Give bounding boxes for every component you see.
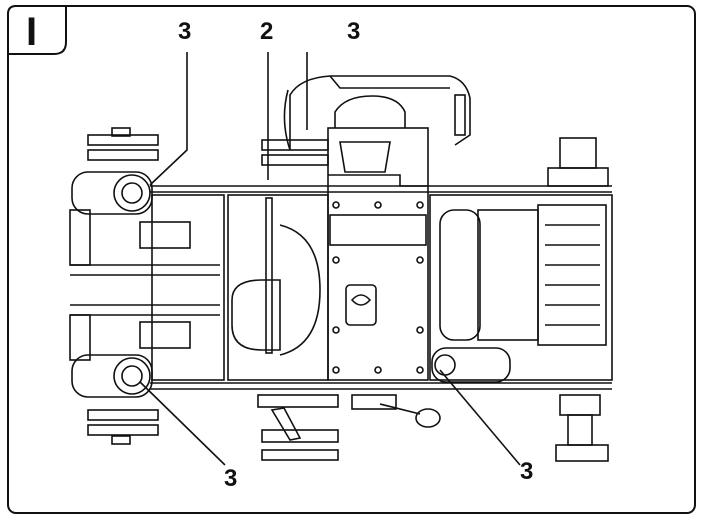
- upper-sprocket-nut: [111, 127, 131, 137]
- lower-sprocket-a: [87, 409, 159, 421]
- bottom-sprocket-b: [261, 429, 339, 443]
- left-frame-plate: [151, 194, 225, 381]
- mid-frame: [227, 194, 329, 381]
- leader-lines: [139, 52, 521, 466]
- right-foot-base: [555, 444, 609, 462]
- right-top-bolt-base: [547, 167, 609, 187]
- gearbox-handle: [339, 141, 391, 173]
- bolt: [416, 326, 424, 334]
- callout-top-left: 3: [178, 18, 192, 45]
- bottom-sprocket-a: [257, 394, 339, 408]
- lower-clamp-block: [139, 321, 191, 349]
- bolt: [416, 201, 424, 209]
- upper-clamp-block: [139, 221, 191, 249]
- callout-bottom-right: 3: [520, 458, 534, 485]
- bolt: [374, 366, 382, 374]
- left-upper-bracket: [69, 209, 91, 266]
- lock-housing: [351, 394, 397, 410]
- bolt: [374, 201, 382, 209]
- lock-stem: [379, 403, 421, 415]
- bolt: [332, 256, 340, 264]
- bolt: [332, 366, 340, 374]
- bolt: [332, 326, 340, 334]
- mid-frame-rod: [265, 197, 273, 354]
- top-cover: [289, 75, 471, 150]
- upper-left-hub-inner: [121, 182, 143, 204]
- leader-bottom-right: [439, 369, 521, 466]
- motor-endcap: [439, 209, 481, 341]
- tie-rods: [70, 264, 220, 316]
- motor-frame: [429, 194, 613, 381]
- upper-sprocket-a: [87, 134, 159, 146]
- upper-left-hub: [113, 174, 151, 212]
- gearbox-top: [334, 95, 406, 128]
- top-cover-slot: [454, 94, 466, 136]
- bolt: [416, 256, 424, 264]
- cable: [283, 89, 291, 151]
- lower-left-hub-inner: [121, 365, 143, 387]
- lower-left-hub: [113, 357, 151, 395]
- brand-plate-mark: [350, 294, 372, 306]
- motor-fins: [537, 204, 607, 346]
- step-label: I: [26, 10, 38, 54]
- bolt: [416, 366, 424, 374]
- step-label-tab: [7, 5, 67, 55]
- top-cover-ridge: [329, 75, 450, 89]
- top-sprocket-b: [261, 154, 329, 166]
- leader-top-left: [149, 52, 188, 186]
- callout-top-mid: 2: [260, 18, 274, 45]
- left-lower-bracket: [69, 314, 91, 361]
- top-sprocket-a: [261, 139, 329, 151]
- leader-bottom-left: [139, 381, 226, 466]
- upper-left-roller: [71, 171, 153, 215]
- motor-fin-lines: [545, 224, 600, 326]
- bolt: [332, 201, 340, 209]
- lower-sprocket-b: [87, 424, 159, 436]
- lower-sprocket-nut: [111, 435, 131, 445]
- mid-disk: [279, 224, 321, 356]
- callout-bottom-left: 3: [224, 465, 238, 492]
- mid-cup: [231, 279, 281, 351]
- upper-sprocket-b: [87, 149, 159, 161]
- gearbox-step: [328, 174, 428, 187]
- lower-cylinder: [431, 347, 511, 383]
- bottom-lever: [270, 407, 302, 441]
- brand-plate: [345, 284, 377, 326]
- lock-knob: [415, 408, 441, 428]
- machine-outline: [69, 75, 613, 462]
- outer-border: [7, 5, 696, 514]
- callout-top-right: 3: [347, 18, 361, 45]
- gearbox-panel: [329, 214, 427, 246]
- bottom-sprocket-c: [261, 449, 339, 461]
